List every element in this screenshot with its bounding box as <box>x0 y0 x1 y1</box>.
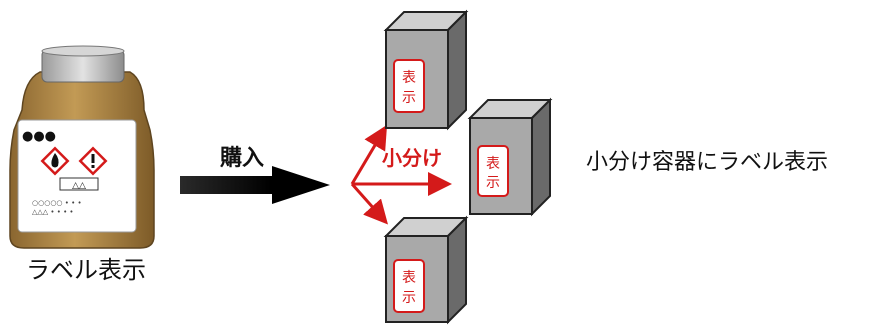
bottle-caption: ラベル表示 <box>26 256 146 284</box>
flame-pictogram-icon <box>40 146 70 176</box>
purchase-label: 購入 <box>220 146 265 171</box>
split-arrow-down <box>350 183 388 225</box>
label-small-text: △△ <box>72 181 86 191</box>
box-top-label-1: 表 <box>402 70 416 86</box>
split-arrow-up <box>350 124 388 185</box>
label-dots: ●●● <box>22 129 56 144</box>
container-box-top: 表 示 <box>383 9 469 131</box>
box-bottom-label-2: 示 <box>402 290 416 306</box>
label-small-box <box>59 177 99 191</box>
container-box-middle: 表 示 <box>467 97 553 217</box>
box-bottom-label-1: 表 <box>402 270 416 286</box>
box-middle-label-1: 表 <box>486 156 500 172</box>
reagent-bottle: ●●● △△ ○○○○○ • • • △△△ • • • • <box>9 45 155 249</box>
container-box-bottom: 表 示 <box>383 215 469 325</box>
label-fine-print-1: ○○○○○ • • • <box>32 199 82 207</box>
purchase-arrow <box>180 166 330 204</box>
result-caption: 小分け容器にラベル表示 <box>586 150 829 175</box>
box-middle-label-2: 示 <box>486 175 500 191</box>
bottle-label <box>17 119 137 233</box>
split-label: 小分け <box>382 146 442 170</box>
split-arrows <box>350 124 452 225</box>
label-fine-print-2: △△△ • • • • <box>32 208 74 216</box>
box-top-label-2: 示 <box>402 90 416 106</box>
exclamation-pictogram-icon <box>78 146 108 176</box>
